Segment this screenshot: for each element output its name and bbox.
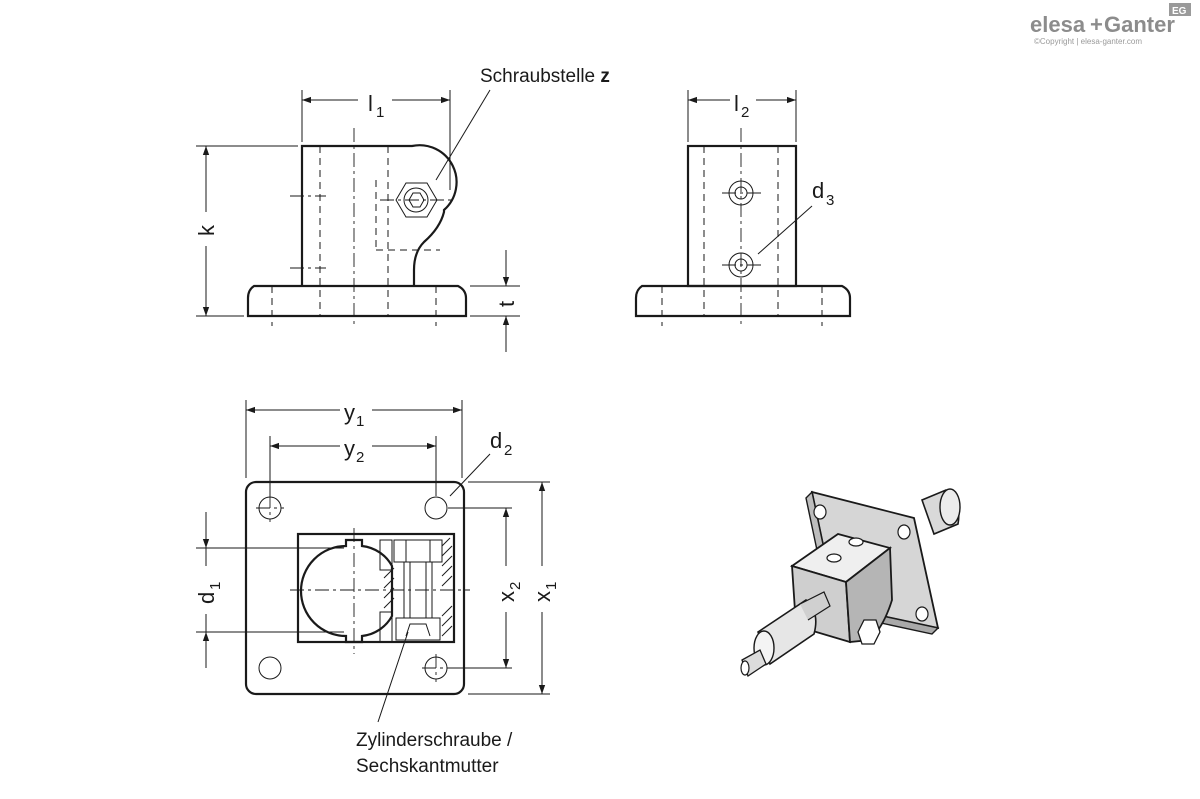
logo-copyright: ©Copyright | elesa-ganter.com — [1034, 37, 1142, 46]
front-view: l 1 k t Schraubstelle z — [194, 66, 610, 352]
top-view: y 1 y 2 d 2 x 2 x 1 d 1 Zylinderschraube… — [194, 400, 560, 777]
label-x2: x — [494, 591, 519, 602]
side-view: l 2 d 3 — [634, 90, 852, 326]
label-y2: y — [344, 436, 355, 461]
label-x1: x — [530, 591, 555, 602]
label-y2-sub: 2 — [356, 449, 364, 466]
label-d1: d — [194, 592, 219, 604]
label-d2: d — [490, 428, 502, 453]
label-x1-sub: 1 — [543, 582, 560, 590]
label-d1-sub: 1 — [207, 582, 224, 590]
label-d2-sub: 2 — [504, 442, 512, 459]
label-k: k — [194, 224, 219, 236]
elesa-ganter-logo: elesa + Ganter EG ©Copyright | elesa-gan… — [1030, 3, 1191, 46]
label-t: t — [494, 301, 519, 307]
label-x2-sub: 2 — [507, 582, 524, 590]
label-y1-sub: 1 — [356, 413, 364, 430]
logo-brand-plus: + — [1090, 12, 1103, 37]
isometric-view — [740, 488, 961, 677]
label-l1: l — [368, 91, 373, 116]
label-d3-sub: 3 — [826, 192, 834, 209]
label-zylinderschraube: Zylinderschraube / — [356, 730, 513, 751]
label-l2-sub: 2 — [741, 104, 749, 121]
label-l1-sub: 1 — [376, 104, 384, 121]
label-schraubstelle: Schraubstelle z — [480, 66, 610, 87]
logo-brand-right: Ganter — [1104, 12, 1175, 37]
label-l2: l — [734, 91, 739, 116]
label-sechskantmutter: Sechskantmutter — [356, 756, 499, 777]
logo-brand-left: elesa — [1030, 12, 1086, 37]
label-y1: y — [344, 400, 355, 425]
logo-badge-box — [1169, 3, 1191, 16]
label-d3: d — [812, 178, 824, 203]
logo-badge: EG — [1172, 6, 1187, 17]
